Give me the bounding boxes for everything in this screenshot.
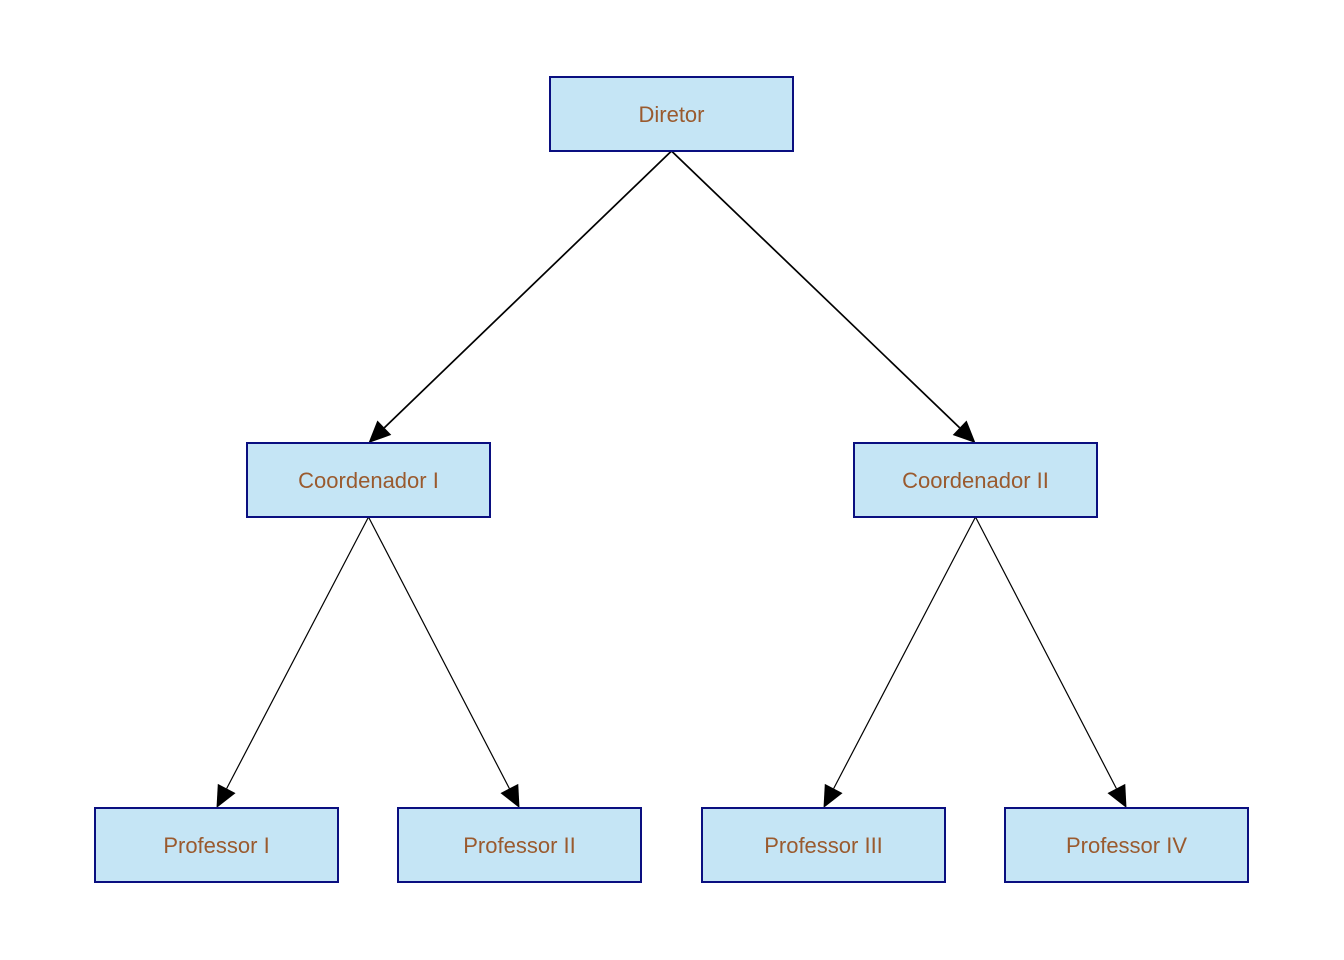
arrowhead <box>216 783 236 808</box>
edge-line <box>670 150 961 429</box>
edge-line <box>367 516 510 789</box>
node-prof1: Professor I <box>94 807 339 883</box>
node-coord2: Coordenador II <box>853 442 1098 518</box>
node-label: Professor I <box>163 833 269 858</box>
node-box <box>701 807 946 883</box>
edges-layer <box>216 150 1127 808</box>
node-prof2: Professor II <box>397 807 642 883</box>
node-box <box>246 442 491 518</box>
node-diretor: Diretor <box>549 76 794 152</box>
edge-coord2-to-prof3 <box>823 516 977 808</box>
arrowhead <box>368 420 392 443</box>
edge-coord1-to-prof1 <box>216 516 370 808</box>
node-box <box>549 76 794 152</box>
edge-line <box>226 516 370 789</box>
arrowhead <box>1107 783 1127 808</box>
node-coord1: Coordenador I <box>246 442 491 518</box>
edge-line <box>383 150 673 429</box>
node-label: Professor IV <box>1066 833 1187 858</box>
edge-diretor-to-coord1 <box>368 150 673 443</box>
arrowhead <box>823 783 843 808</box>
arrowhead <box>952 420 976 443</box>
node-prof4: Professor IV <box>1004 807 1249 883</box>
edge-diretor-to-coord2 <box>670 150 976 443</box>
node-box <box>397 807 642 883</box>
node-label: Diretor <box>638 102 704 127</box>
node-label: Coordenador II <box>902 468 1049 493</box>
node-label: Coordenador I <box>298 468 439 493</box>
arrowhead <box>500 783 520 808</box>
edge-coord1-to-prof2 <box>367 516 520 808</box>
node-box <box>853 442 1098 518</box>
node-label: Professor III <box>764 833 883 858</box>
node-label: Professor II <box>463 833 575 858</box>
node-box <box>94 807 339 883</box>
edge-line <box>833 516 977 789</box>
node-box <box>1004 807 1249 883</box>
edge-coord2-to-prof4 <box>974 516 1127 808</box>
node-prof3: Professor III <box>701 807 946 883</box>
edge-line <box>974 516 1117 789</box>
